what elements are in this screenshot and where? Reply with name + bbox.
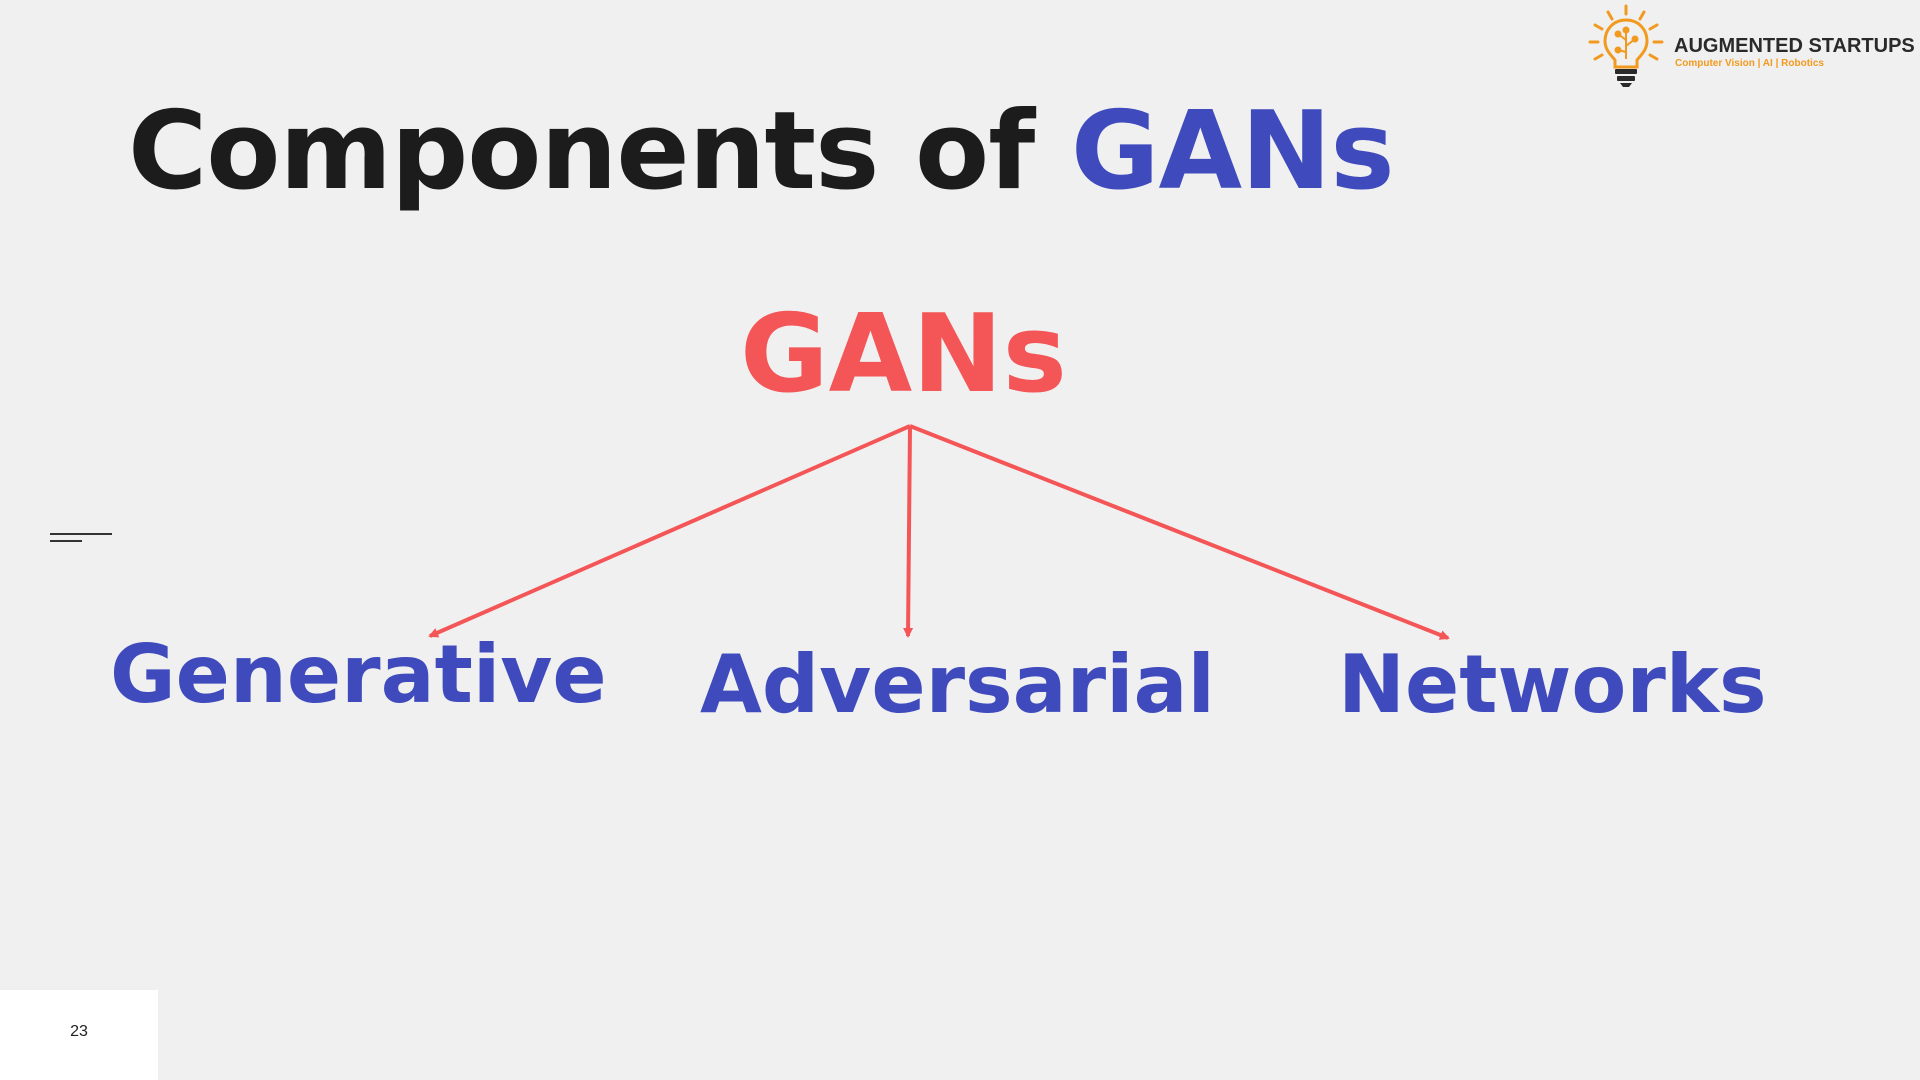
arrow-to-generative <box>428 424 911 638</box>
logo-tagline: Computer Vision | AI | Robotics <box>1675 58 1824 69</box>
side-marker <box>48 530 114 544</box>
slide-title: Components of GANs <box>128 82 1395 222</box>
page-number-box: 23 <box>0 990 158 1080</box>
side-marker-line-short <box>50 540 82 542</box>
page-number: 23 <box>70 1023 88 1040</box>
diagram-node-adversarial: Adversarial <box>700 638 1215 731</box>
diagram-node-generative: Generative <box>110 628 607 721</box>
lightbulb-icon <box>1588 4 1664 87</box>
slide-title-accent: GANs <box>1070 89 1395 214</box>
arrow-to-networks <box>909 424 1450 640</box>
arrow-to-adversarial <box>903 425 914 638</box>
slide-title-prefix: Components of <box>128 89 1071 214</box>
logo: AUGMENTED STARTUPS Computer Vision | AI … <box>1588 4 1915 88</box>
logo-name: AUGMENTED STARTUPS <box>1674 35 1915 57</box>
diagram-node-networks: Networks <box>1338 638 1767 731</box>
diagram-root-node: GANs <box>740 292 1067 417</box>
side-marker-line <box>50 533 112 535</box>
